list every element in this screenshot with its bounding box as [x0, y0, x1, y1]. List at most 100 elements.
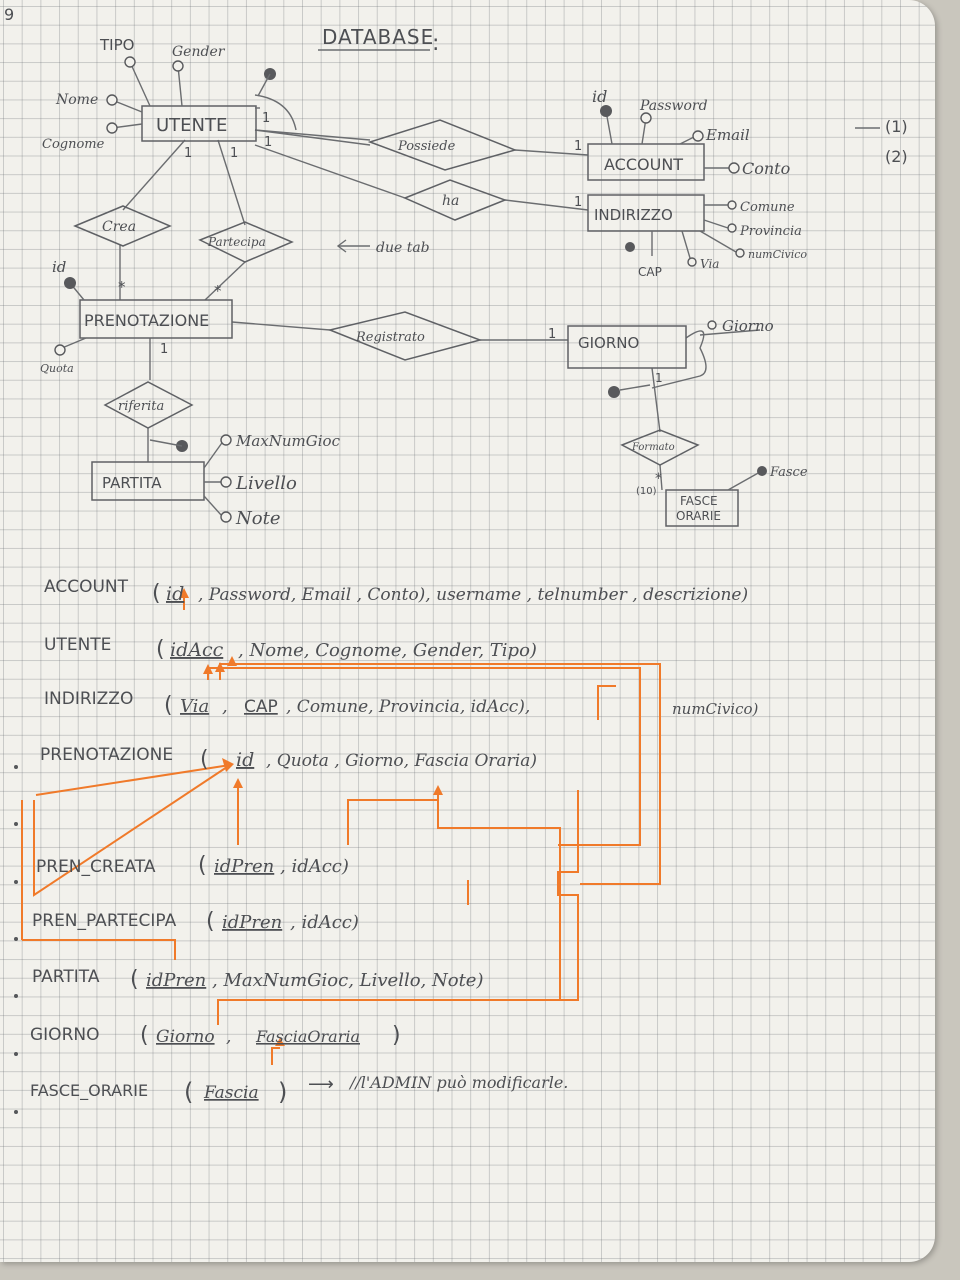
svg-text:Crea: Crea	[102, 219, 136, 235]
cardinalities: 1 1 1 1 1 1 1 1 1 * * * (10)	[118, 111, 663, 497]
svg-text:PARTITA: PARTITA	[32, 967, 100, 987]
margin-note-1: (1)	[885, 117, 908, 136]
attributes-prenotazione: id Quota	[40, 258, 87, 375]
svg-text:, Nome, Cognome, Gender, Tipo): , Nome, Cognome, Gender, Tipo)	[238, 640, 537, 661]
binder-hole	[14, 880, 18, 884]
svg-text:Giorno: Giorno	[722, 317, 774, 335]
svg-text:PREN_PARTECIPA: PREN_PARTECIPA	[32, 911, 177, 931]
binder-hole	[14, 765, 18, 769]
svg-text:TIPO: TIPO	[99, 36, 134, 54]
svg-text:MaxNumGioc: MaxNumGioc	[235, 432, 341, 450]
svg-text:idAcc: idAcc	[170, 639, 224, 661]
svg-text:1: 1	[655, 371, 663, 385]
schema-pren-creata: PREN_CREATA ( idPren , idAcc)	[36, 853, 349, 878]
svg-text:ACCOUNT: ACCOUNT	[44, 577, 129, 597]
svg-text:1: 1	[548, 327, 556, 342]
svg-text:GIORNO: GIORNO	[30, 1025, 99, 1045]
svg-text://l'ADMIN può modificarle.: //l'ADMIN può modificarle.	[348, 1073, 568, 1092]
svg-text:FASCE: FASCE	[680, 494, 718, 508]
svg-text:,: ,	[226, 1027, 231, 1047]
svg-text:1: 1	[230, 146, 238, 161]
svg-text:,: ,	[222, 696, 228, 717]
svg-text:Nome: Nome	[55, 92, 98, 108]
svg-text:PRENOTAZIONE: PRENOTAZIONE	[40, 745, 173, 765]
svg-text:Provincia: Provincia	[739, 224, 802, 239]
svg-text:(10): (10)	[636, 486, 657, 497]
svg-text:idPren: idPren	[222, 912, 282, 933]
svg-text:UTENTE: UTENTE	[156, 115, 227, 136]
svg-text:Note: Note	[235, 508, 280, 529]
svg-text:, Quota , Giorno, Fascia Orari: , Quota , Giorno, Fascia Oraria)	[266, 751, 537, 771]
svg-text:, Comune, Provincia, idAcc),: , Comune, Provincia, idAcc),	[286, 697, 530, 717]
svg-text:id: id	[166, 583, 184, 605]
svg-text:(: (	[130, 967, 139, 992]
svg-text:): )	[278, 1078, 287, 1106]
svg-text:Comune: Comune	[740, 200, 795, 215]
svg-text:Registrato: Registrato	[355, 330, 425, 345]
svg-text:id: id	[52, 258, 66, 276]
entity-utente: UTENTE	[141, 105, 260, 142]
relationship-registrato: Registrato	[327, 311, 483, 361]
relationship-partecipa: Partecipa	[198, 221, 294, 263]
svg-text:*: *	[118, 278, 126, 296]
page-title: DATABASE	[322, 25, 434, 49]
binder-hole	[14, 1052, 18, 1056]
margin-number: 9	[4, 5, 14, 24]
svg-text:1: 1	[574, 195, 582, 210]
svg-text:due tab: due tab	[376, 240, 430, 256]
svg-text:(: (	[152, 581, 161, 606]
attributes-account: id Password Email Conto	[592, 87, 790, 178]
graph-paper-sheet	[0, 0, 935, 1262]
svg-text:*: *	[214, 282, 222, 300]
svg-text:INDIRIZZO: INDIRIZZO	[44, 689, 133, 709]
attributes-fasce: Fasce	[727, 465, 808, 491]
svg-text:, Password, Email , Conto), us: , Password, Email , Conto), username , t…	[198, 585, 748, 605]
svg-text:GIORNO: GIORNO	[578, 334, 639, 352]
svg-text:Gender: Gender	[172, 44, 226, 60]
svg-text:1: 1	[264, 135, 272, 150]
svg-text:, idAcc): , idAcc)	[280, 856, 349, 877]
svg-text:(: (	[140, 1023, 149, 1048]
relationship-crea: Crea	[73, 205, 172, 247]
schema-account: ACCOUNT ( id , Password, Email , Conto),…	[44, 577, 748, 606]
binder-hole	[14, 994, 18, 998]
svg-text:PREN_CREATA: PREN_CREATA	[36, 857, 156, 877]
annotation-due-tab: due tab	[336, 239, 430, 256]
attributes-giorno: Giorno	[608, 317, 774, 398]
svg-text:): )	[392, 1023, 401, 1048]
svg-text:, idAcc): , idAcc)	[290, 912, 359, 933]
schema-prenotazione: PRENOTAZIONE ( id , Quota , Giorno, Fasc…	[40, 745, 537, 772]
svg-text:Formato: Formato	[631, 442, 675, 453]
svg-text:id: id	[592, 87, 607, 106]
entity-prenotazione: PRENOTAZIONE	[79, 299, 233, 339]
svg-text:Possiede: Possiede	[397, 139, 456, 154]
svg-text:PARTITA: PARTITA	[102, 474, 162, 492]
entity-account: ACCOUNT	[587, 143, 705, 181]
svg-text:Via: Via	[180, 696, 209, 717]
svg-text:(: (	[206, 909, 215, 934]
svg-text:idPren: idPren	[214, 856, 274, 877]
svg-text:, MaxNumGioc, Livello, Note): , MaxNumGioc, Livello, Note)	[212, 970, 484, 991]
entity-indirizzo: INDIRIZZO	[587, 194, 705, 232]
svg-text:*: *	[655, 471, 662, 487]
svg-text:UTENTE: UTENTE	[44, 635, 111, 655]
svg-text:Fascia: Fascia	[203, 1083, 259, 1103]
svg-text:Partecipa: Partecipa	[207, 235, 266, 249]
entity-fasce-orarie: FASCE ORARIE	[665, 489, 739, 527]
schema-indirizzo: INDIRIZZO ( Via , CAP , Comune, Provinci…	[44, 689, 759, 718]
svg-text:⟶: ⟶	[308, 1074, 334, 1095]
binder-hole	[14, 937, 18, 941]
svg-text:FasciaOraria: FasciaOraria	[255, 1027, 360, 1046]
svg-text:1: 1	[184, 146, 192, 161]
svg-text:ha: ha	[442, 193, 459, 209]
svg-text:id: id	[236, 749, 254, 771]
svg-text::: :	[432, 31, 439, 56]
svg-text:(: (	[200, 747, 209, 772]
svg-text:CAP: CAP	[244, 697, 278, 717]
svg-text:(: (	[156, 637, 165, 662]
er-connectors	[119, 94, 761, 491]
foreign-key-arrows	[21, 588, 661, 1065]
schema-fasce-orarie: FASCE_ORARIE ( Fascia ) ⟶ //l'ADMIN può …	[30, 1073, 568, 1106]
